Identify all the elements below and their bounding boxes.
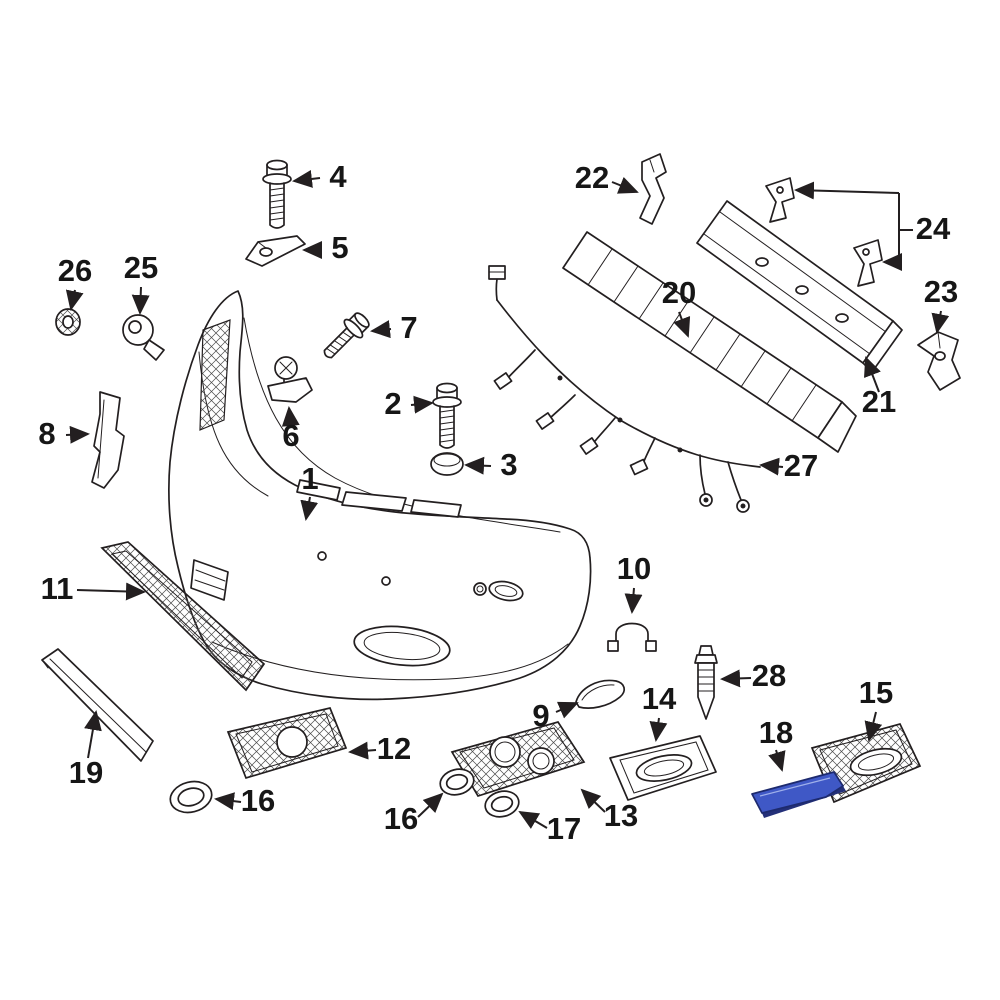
part-label-27: 27: [784, 448, 818, 483]
fog-grille-part-12: [226, 707, 348, 780]
part-label-20: 20: [662, 275, 696, 310]
part-label-7: 7: [400, 310, 417, 345]
bracket-part-5: [245, 235, 306, 267]
trim-ring-part-17: [484, 790, 520, 818]
part-label-22: 22: [575, 160, 609, 195]
washer-cover-part-9: [575, 679, 626, 709]
part-label-17: 17: [547, 811, 581, 846]
part-label-24: 24: [916, 211, 951, 246]
impact-absorber-part-20: [562, 231, 857, 453]
part-label-9: 9: [532, 698, 549, 733]
part-label-13: 13: [604, 798, 638, 833]
bolt-part-4: [262, 159, 292, 229]
bracket-part-23: [917, 331, 961, 391]
part-label-25: 25: [124, 250, 158, 285]
part-label-21: 21: [862, 384, 896, 419]
part-label-18: 18: [759, 715, 793, 750]
part-label-5: 5: [331, 230, 348, 265]
trim-strip-part-18-highlighted: [751, 771, 846, 818]
trim-ring-part-16-center: [439, 768, 475, 796]
part-label-3: 3: [500, 447, 517, 482]
part-label-8: 8: [38, 416, 55, 451]
mount-brackets-part-24: [765, 177, 883, 287]
screw-part-7: [323, 312, 370, 359]
part-label-2: 2: [384, 386, 401, 421]
trim-ring-part-16-left: [169, 780, 213, 814]
pin-part-28: [694, 645, 718, 720]
upper-grille-part-11: [100, 541, 266, 692]
wiring-harness-part-27: [488, 265, 761, 513]
bolt-part-2: [432, 382, 462, 449]
clamp-part-10: [607, 622, 657, 652]
part-label-12: 12: [377, 731, 411, 766]
stud-bracket-part-6: [267, 356, 313, 403]
clip-part-22: [639, 153, 667, 225]
part-label-10: 10: [617, 551, 651, 586]
side-bracket-part-8: [91, 391, 125, 489]
leader-lines: [65, 169, 950, 829]
part-label-26: 26: [58, 253, 92, 288]
callout-labels: 4 5 22 24 26 25 7 20 23 2 6 8 3 21 27 1 …: [38, 159, 958, 846]
part-label-16-center: 16: [384, 801, 418, 836]
part-label-14: 14: [642, 681, 677, 716]
part-label-1: 1: [301, 461, 318, 496]
part-label-15: 15: [859, 675, 893, 710]
bumper-cover-part-1: [168, 290, 592, 701]
part-label-19: 19: [69, 755, 103, 790]
part-label-28: 28: [752, 658, 786, 693]
part-label-16-left: 16: [241, 783, 275, 818]
part-label-4: 4: [329, 159, 347, 194]
parking-sensor-part-25: [122, 314, 165, 361]
outer-grille-part-14: [609, 735, 717, 801]
grommet-part-26: [55, 308, 81, 336]
part-label-23: 23: [924, 274, 958, 309]
part-label-6: 6: [282, 418, 299, 453]
lower-molding-part-19: [41, 648, 154, 762]
part-label-11: 11: [41, 571, 74, 606]
cap-part-3: [430, 452, 464, 476]
